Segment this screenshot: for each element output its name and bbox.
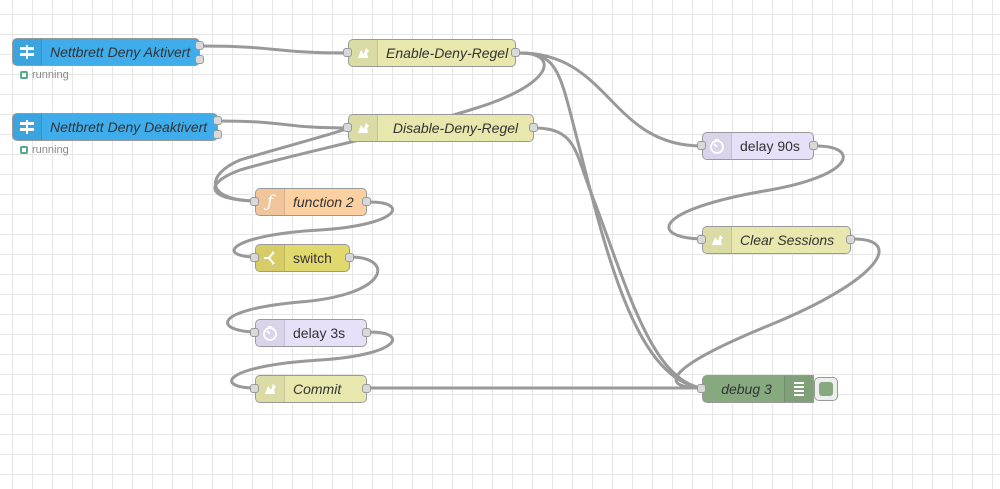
output-port[interactable] (529, 123, 538, 132)
debug-list-icon (784, 376, 813, 402)
output-port[interactable] (362, 197, 371, 206)
wire-switch-to-delay3s[interactable] (226, 255, 380, 334)
node-switch[interactable]: switch (255, 244, 350, 272)
node-label: debug 3 (721, 381, 772, 397)
output-port[interactable] (213, 130, 222, 139)
node-label: Clear Sessions (740, 232, 835, 248)
output-port[interactable] (195, 55, 204, 64)
node-label: function 2 (293, 194, 354, 210)
node-delay-3s[interactable]: delay 3s (255, 319, 367, 347)
node-nettbrett-deny-aktivert[interactable]: Nettbrett Deny Aktivert (12, 38, 200, 66)
status-text: running (32, 69, 69, 81)
timer-icon (256, 320, 285, 346)
node-label: delay 90s (740, 138, 800, 154)
status-text: running (32, 144, 69, 156)
wire-clear-to-debug3[interactable] (674, 237, 881, 390)
output-port[interactable] (213, 116, 222, 125)
output-port[interactable] (511, 48, 520, 57)
node-nettbrett-deny-deaktivert[interactable]: Nettbrett Deny Deaktivert (12, 113, 218, 141)
status-dot-icon (20, 71, 28, 79)
wire-disable-to-function2[interactable] (213, 126, 350, 203)
timer-icon (703, 133, 732, 159)
wire-enable-to-delay90s[interactable] (519, 51, 703, 148)
node-enable-deny-regel[interactable]: Enable-Deny-Regel (348, 39, 516, 67)
input-port[interactable] (697, 141, 706, 150)
wire-deaktivert-to-disable[interactable] (217, 119, 350, 130)
input-port[interactable] (250, 253, 259, 262)
output-port[interactable] (362, 384, 371, 393)
node-label: switch (293, 250, 332, 266)
node-disable-deny-regel[interactable]: Disable-Deny-Regel (348, 114, 534, 142)
node-label: Disable-Deny-Regel (392, 120, 519, 136)
debug-toggle-indicator-icon (819, 382, 833, 396)
fortigate-icon (349, 40, 378, 66)
input-port[interactable] (343, 123, 352, 132)
fortigate-icon (256, 376, 285, 402)
node-delay-90s[interactable]: delay 90s (702, 132, 814, 160)
input-port[interactable] (250, 384, 259, 393)
debug-toggle-button[interactable] (814, 377, 838, 401)
node-debug-3[interactable]: debug 3 (702, 375, 814, 403)
input-port[interactable] (343, 48, 352, 57)
wire-disable-to-debug3[interactable] (533, 126, 703, 390)
status-dot-icon (20, 146, 28, 154)
node-label: delay 3s (293, 325, 346, 341)
wire-delay3s-to-commit[interactable] (230, 330, 395, 390)
output-port[interactable] (362, 328, 371, 337)
wire-aktivert-to-enable[interactable] (199, 44, 350, 55)
status-indicator: running (20, 69, 69, 81)
input-port[interactable] (250, 197, 259, 206)
node-function-2[interactable]: ƒ function 2 (255, 188, 367, 216)
output-port[interactable] (846, 235, 855, 244)
output-port[interactable] (809, 141, 818, 150)
fortigate-icon (349, 115, 378, 141)
input-port[interactable] (250, 328, 259, 337)
input-port[interactable] (697, 384, 706, 393)
node-label: Enable-Deny-Regel (386, 45, 509, 61)
ui-switch-icon (13, 114, 42, 140)
input-port[interactable] (697, 235, 706, 244)
node-label: Nettbrett Deny Aktivert (50, 44, 191, 60)
status-indicator: running (20, 144, 69, 156)
wire-function2-to-switch[interactable] (232, 200, 395, 259)
output-port[interactable] (195, 41, 204, 50)
node-clear-sessions[interactable]: Clear Sessions (702, 226, 851, 254)
ui-switch-icon (13, 39, 42, 65)
function-icon: ƒ (256, 189, 285, 215)
node-label: Nettbrett Deny Deaktivert (50, 119, 208, 135)
node-commit[interactable]: Commit (255, 375, 367, 403)
wire-delay90s-to-clear[interactable] (667, 144, 845, 241)
node-label: Commit (293, 381, 342, 397)
fortigate-icon (703, 227, 732, 253)
switch-icon (256, 245, 285, 271)
output-port[interactable] (345, 253, 354, 262)
